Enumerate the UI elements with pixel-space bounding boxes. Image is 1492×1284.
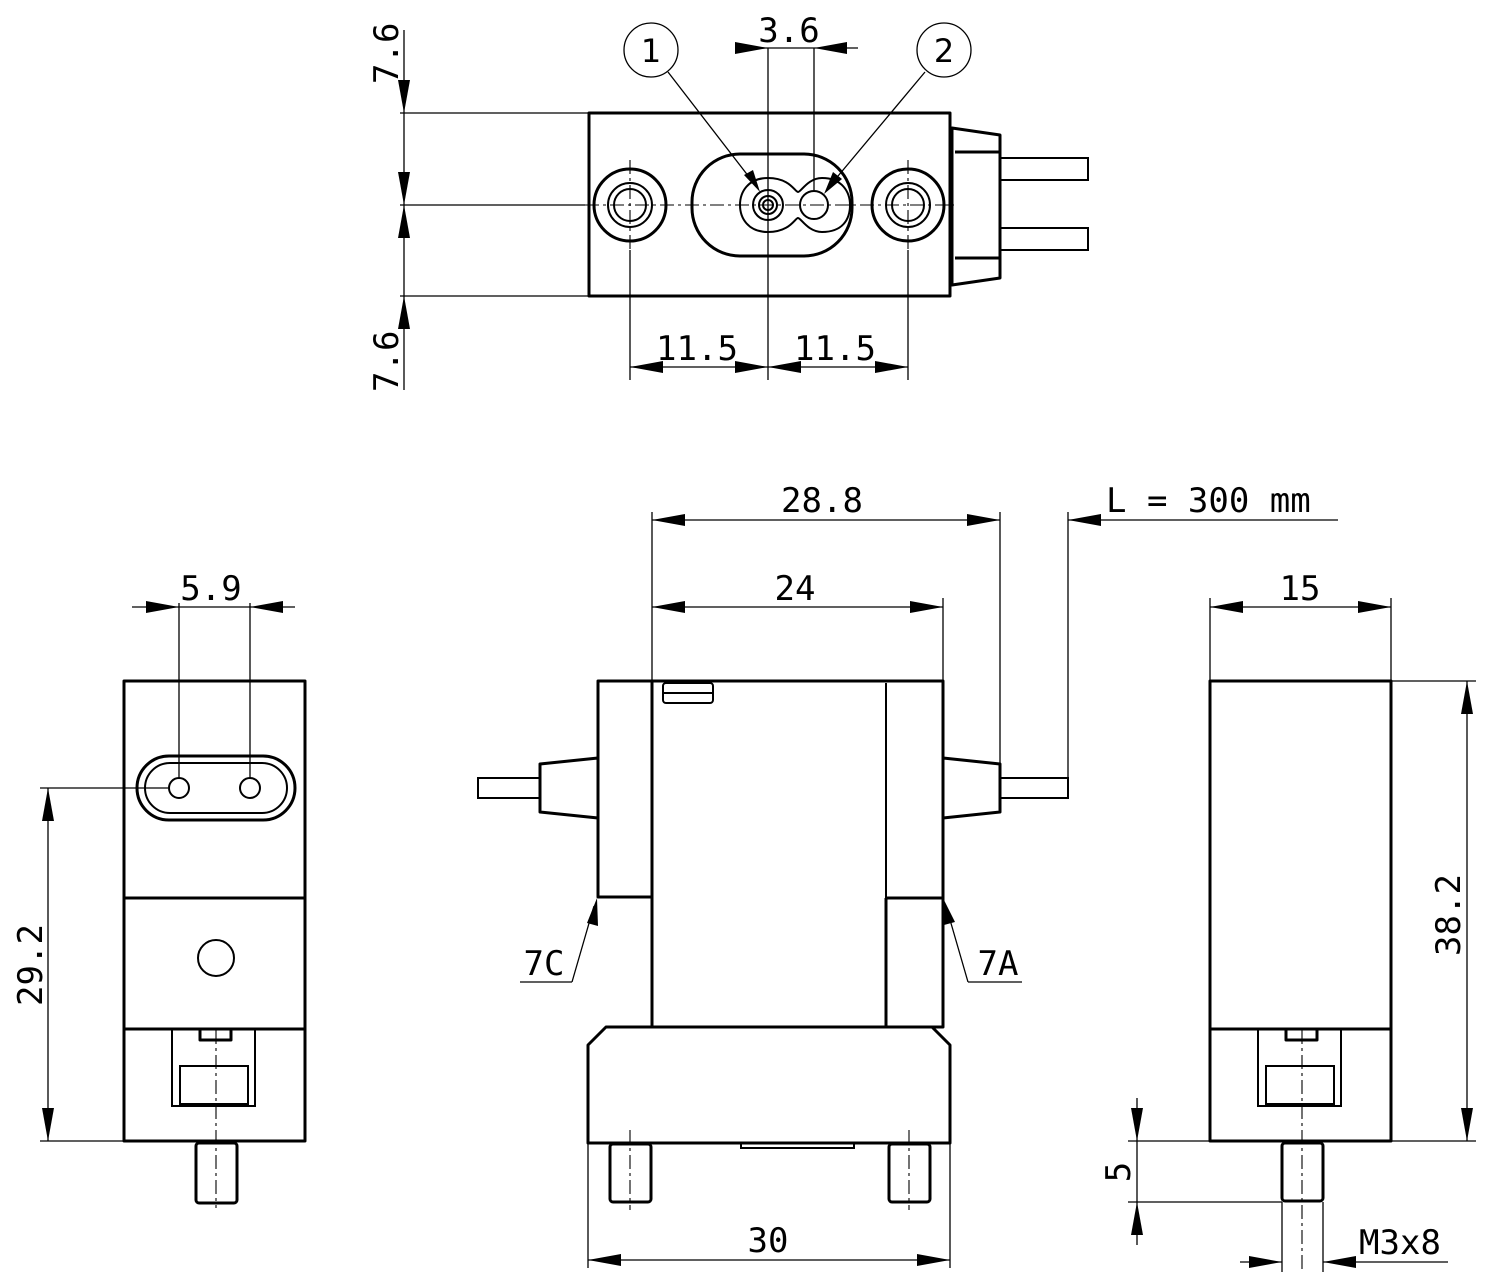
label-7a: 7A: [978, 944, 1019, 984]
front-view: 28.8 L = 300 mm 24 30 7C: [477, 481, 1338, 1268]
dimension-m3x8: M3x8: [1240, 1223, 1448, 1268]
dimension-cable-length-label: L = 300 mm: [1106, 481, 1311, 521]
balloon-2: 2: [824, 22, 972, 194]
dimension-7-6-lower-label: 7.6: [367, 331, 407, 392]
balloon-2-label: 2: [934, 32, 954, 70]
balloon-1-label: 1: [641, 32, 661, 70]
left-view-upper-body: [122, 679, 307, 900]
top-view-connector-outline: [738, 176, 852, 234]
right-view-body: [1208, 679, 1393, 1031]
label-7c: 7C: [524, 944, 565, 984]
front-view-left-cable-grommet: [538, 756, 600, 820]
dimension-11-5-right-label: 11.5: [794, 329, 876, 369]
dimension-24: 24: [652, 569, 943, 613]
dimension-29-2: 29.2: [11, 788, 54, 1141]
dimension-cable-length: L = 300 mm: [1068, 481, 1338, 526]
right-view: 15 38.2 5 M3x8: [1099, 569, 1476, 1272]
front-view-left-cable: [477, 777, 540, 799]
left-view-middle-body: [122, 896, 307, 1031]
right-view-base: [1208, 1027, 1393, 1143]
dimension-30-label: 30: [748, 1221, 789, 1261]
top-view-cable-grommet: [950, 126, 1002, 287]
dimension-38-2: 38.2: [1429, 681, 1473, 1141]
dimension-3-6-label: 3.6: [758, 11, 819, 51]
dimension-11-5-left-label: 11.5: [656, 329, 738, 369]
top-view: 7.6 7.6 3.6 11.5 11.5 1: [367, 11, 1089, 392]
label-7c-leader: 7C: [520, 898, 598, 984]
left-view: 5.9 29.2: [11, 569, 307, 1208]
label-7a-leader: 7A: [943, 898, 1022, 984]
dimension-29-2-label: 29.2: [11, 924, 51, 1006]
dimension-11-5-pair: 11.5 11.5: [630, 329, 908, 373]
dimension-28-8-label: 28.8: [781, 481, 863, 521]
dimension-24-label: 24: [775, 569, 816, 609]
dimension-38-2-label: 38.2: [1429, 874, 1469, 956]
left-view-port-2: [239, 777, 261, 799]
dimension-5-9-label: 5.9: [180, 569, 241, 609]
front-view-base-plate: [586, 1025, 952, 1145]
dimension-28-8: 28.8: [652, 481, 1000, 526]
top-view-cable-wire-1: [1000, 157, 1089, 181]
dimension-5-label: 5: [1099, 1162, 1139, 1182]
front-view-coil-body: [650, 679, 945, 1029]
dimension-7-6-upper: 7.6 7.6: [367, 23, 410, 392]
dimension-7-6-upper-label: 7.6: [367, 23, 407, 84]
left-view-indicator: [197, 939, 235, 977]
dimension-5: 5: [1099, 1098, 1143, 1245]
dimension-3-6: 3.6: [735, 11, 858, 54]
dimension-5-9: 5.9: [132, 569, 295, 613]
dimension-30: 30: [588, 1221, 950, 1266]
dimension-m3x8-label: M3x8: [1359, 1223, 1441, 1263]
dimension-15-label: 15: [1280, 569, 1321, 609]
left-view-base: [122, 1027, 307, 1143]
balloon-1: 1: [623, 22, 760, 192]
front-view-left-connector: [596, 679, 654, 899]
front-view-right-cable-grommet: [941, 756, 1002, 820]
left-view-port-1: [168, 777, 190, 799]
dimension-15: 15: [1210, 569, 1391, 613]
top-view-cable-wire-2: [1000, 227, 1089, 251]
front-view-right-cable: [1000, 777, 1069, 799]
